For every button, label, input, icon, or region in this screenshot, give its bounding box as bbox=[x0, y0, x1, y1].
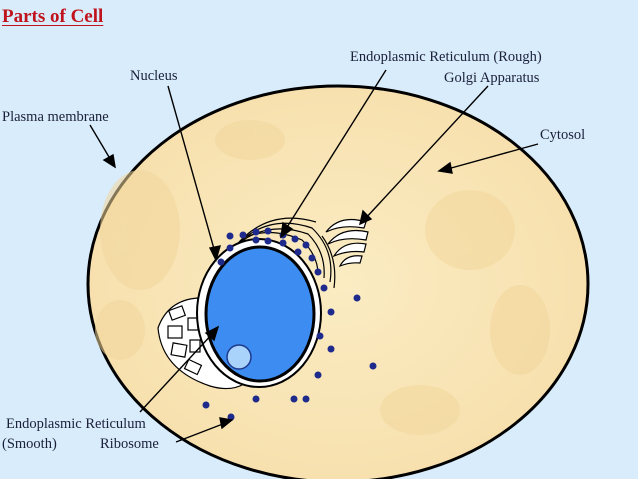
diagram-title: Parts of Cell bbox=[2, 6, 104, 27]
smooth-er bbox=[157, 297, 246, 390]
label-er-rough: Endoplasmic Reticulum (Rough) bbox=[350, 49, 542, 65]
label-plasma-membrane: Plasma membrane bbox=[2, 109, 109, 125]
label-golgi-apparatus: Golgi Apparatus bbox=[444, 70, 540, 86]
golgi-apparatus bbox=[325, 219, 369, 268]
ribosomes bbox=[202, 227, 377, 421]
leader-arrows bbox=[89, 69, 539, 443]
label-cytosol: Cytosol bbox=[540, 127, 586, 143]
cytoplasm-texture bbox=[95, 120, 550, 435]
nucleus bbox=[204, 245, 316, 383]
label-nucleus: Nucleus bbox=[130, 68, 178, 84]
nucleolus bbox=[226, 344, 252, 370]
label-er-smooth-line2: (Smooth) bbox=[2, 436, 57, 452]
label-er-smooth-line1: Endoplasmic Reticulum bbox=[6, 416, 146, 432]
label-ribosome: Ribosome bbox=[100, 436, 159, 452]
